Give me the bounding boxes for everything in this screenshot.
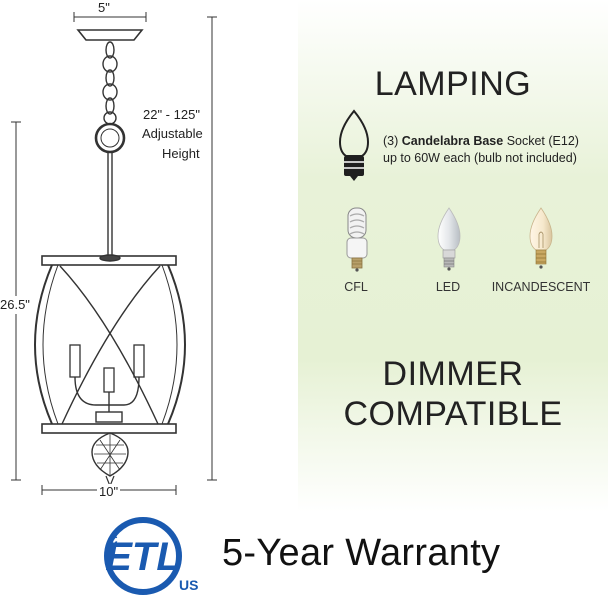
body-width-label: 10" [97,484,121,500]
candelabra-socket-icon [338,109,370,181]
cfl-bulb-icon [346,207,368,272]
etl-c-mark: C [109,533,118,547]
lamping-panel: LAMPING (3) Candelabra Base Socket (E12)… [298,0,608,512]
body-height-label: 26.5" [0,296,30,314]
wattage-note: up to 60W each (bulb not included) [383,151,577,165]
fixture-dimension-diagram: 5" 22" - 125" Adjustable Height 26.5" 10… [0,0,300,510]
canopy-width-label: 5" [98,0,110,15]
bulb-label-cfl: CFL [344,280,368,294]
socket-description: (3) Candelabra Base Socket (E12) [383,134,579,149]
dimmer-line-1: DIMMER [382,355,524,393]
socket-count: (3) [383,134,399,148]
etl-listed-mark-icon: ETL C US [104,517,198,595]
adjustable-height-range: 22" - 125" [143,107,200,122]
chandelier-drawing [11,12,217,495]
bulb-label-incandescent: INCANDESCENT [491,280,591,294]
warranty-text: 5-Year Warranty [222,532,501,574]
dimmer-line-2: COMPATIBLE [343,395,563,433]
etl-mark-text: ETL [105,535,181,579]
socket-suffix: Socket (E12) [506,134,579,148]
lamping-title: LAMPING [374,65,532,103]
height-label: Height [162,146,200,161]
led-bulb-icon [437,207,461,271]
etl-us-mark: US [179,577,198,593]
incandescent-bulb-icon [529,207,553,269]
adjustable-label: Adjustable [142,126,203,141]
socket-type: Candelabra Base [401,134,504,148]
bulb-label-led: LED [435,280,461,294]
